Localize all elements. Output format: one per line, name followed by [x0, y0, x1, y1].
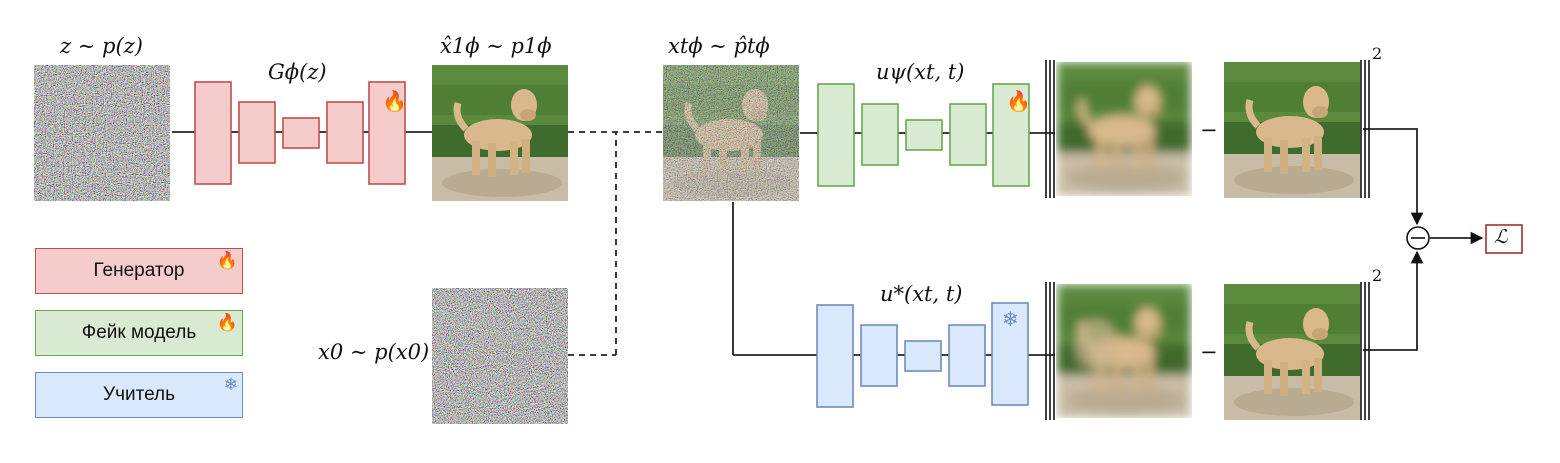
fake-block-2: [861, 103, 899, 166]
generated-dog-image: [432, 65, 568, 201]
generator-block-1: [194, 81, 232, 185]
generator-block-4: [326, 101, 364, 164]
generator-block-3: [282, 117, 320, 149]
teacher-fn-label: u*(xt, t): [880, 282, 963, 306]
fake-model-network: [817, 83, 1030, 187]
generator-fn-label: Gϕ(z): [268, 60, 327, 84]
noise-image-z: [34, 65, 170, 201]
generator-fire-icon: 🔥: [382, 89, 407, 113]
fake-block-1: [817, 83, 855, 187]
snowflake-icon: ❄: [223, 375, 238, 394]
loss-box: [1485, 224, 1523, 254]
teacher-block-1: [816, 304, 854, 408]
legend-fake-model: Фейк модель 🔥: [35, 310, 243, 356]
teacher-block-5: [991, 302, 1029, 406]
fake-block-4: [949, 103, 987, 166]
minus-sign-bottom: −: [1200, 340, 1218, 364]
fire-icon: 🔥: [216, 313, 238, 332]
noisy-dog-image: [663, 65, 799, 201]
dashed-connectors: [568, 131, 662, 356]
fake-block-5: [992, 83, 1030, 187]
fake-model-output-image: [1057, 62, 1191, 196]
teacher-block-3: [904, 340, 942, 372]
teacher-block-2: [860, 324, 898, 387]
target-image-top: [1224, 62, 1360, 198]
teacher-snowflake-icon: ❄: [1002, 307, 1019, 331]
generator-block-2: [238, 101, 276, 164]
exponent-top: 2: [1372, 44, 1383, 63]
teacher-block-4: [948, 324, 986, 387]
generator-network: [194, 81, 406, 185]
teacher-network: [816, 302, 1029, 408]
minus-sign-top: −: [1200, 118, 1218, 142]
z-prior-label: z ∼ p(z): [60, 34, 143, 58]
noisy-sample-label: xtϕ ∼ p̂tϕ: [668, 34, 770, 58]
generated-sample-label: x̂1ϕ ∼ p1ϕ: [440, 34, 552, 58]
loss-label: ℒ: [1494, 226, 1508, 248]
subtract-node: [1406, 226, 1430, 250]
legend-teacher-label: Учитель: [103, 384, 175, 405]
generator-block-5: [368, 81, 406, 185]
legend-teacher: Учитель ❄: [35, 372, 243, 418]
legend-generator-label: Генератор: [93, 260, 185, 281]
fake-block-3: [905, 119, 943, 151]
fake-model-fn-label: uψ(xt, t): [876, 60, 965, 84]
teacher-output-image: [1057, 284, 1191, 418]
legend-generator: Генератор 🔥: [35, 248, 243, 294]
target-image-bottom: [1224, 284, 1360, 420]
norm-bars: [1045, 60, 1370, 420]
noise-image-x0: [432, 288, 568, 424]
fake-model-fire-icon: 🔥: [1006, 89, 1031, 113]
fire-icon: 🔥: [216, 251, 238, 270]
x0-prior-label: x0 ∼ p(x0): [318, 340, 430, 364]
exponent-bottom: 2: [1372, 266, 1383, 285]
legend-fake-model-label: Фейк модель: [81, 322, 197, 343]
